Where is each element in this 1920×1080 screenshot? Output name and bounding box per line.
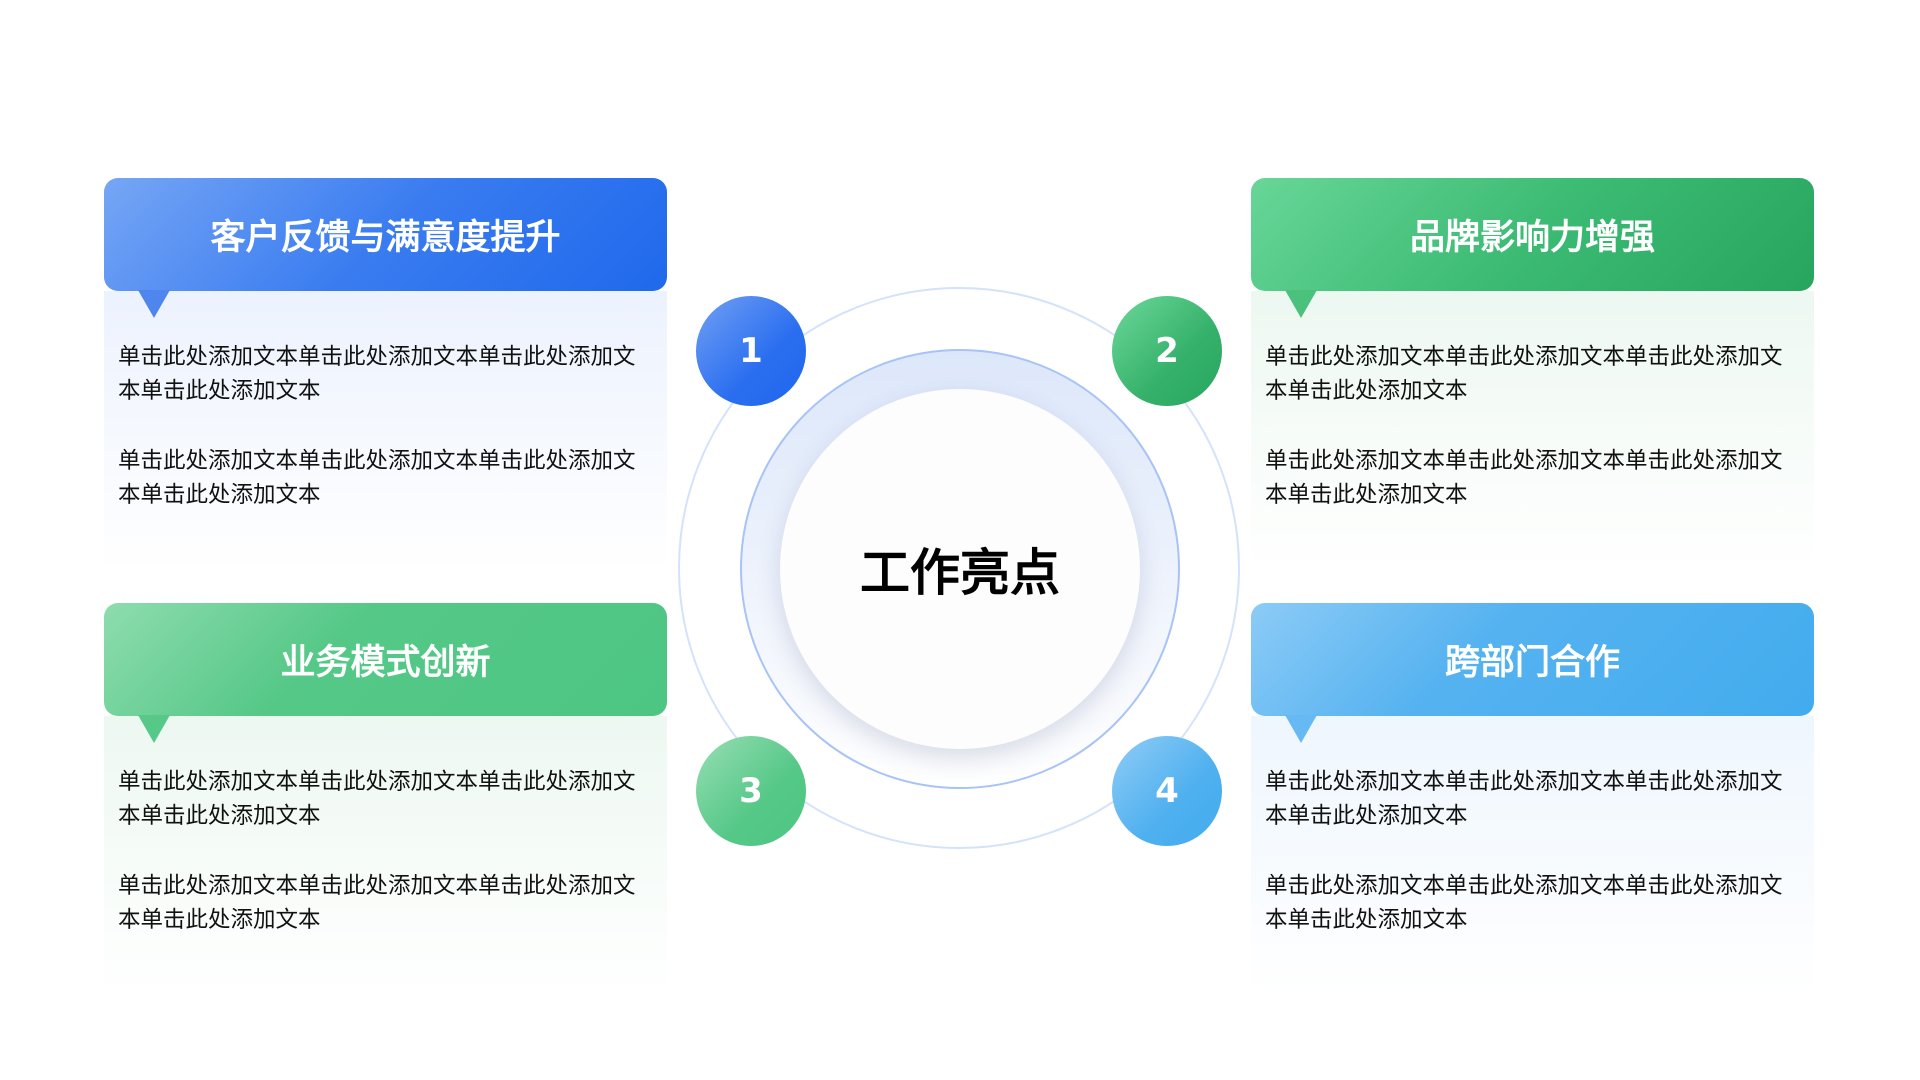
card-title: 品牌影响力增强	[1409, 218, 1655, 258]
card-text[interactable]: 单击此处添加文本单击此处添加文本单击此处添加文本单击此处添加文本	[118, 448, 636, 508]
card-text[interactable]: 单击此处添加文本单击此处添加文本单击此处添加文本单击此处添加文本	[118, 873, 636, 933]
outer-ring	[678, 287, 1240, 849]
center-title: 工作亮点	[860, 544, 1060, 602]
highlight-card-2: 品牌影响力增强 单击此处添加文本单击此处添加文本单击此处添加文本单击此处添加文本…	[1251, 178, 1814, 571]
card-header: 跨部门合作	[1251, 603, 1814, 716]
number-badge-2: 2	[1112, 296, 1222, 406]
card-body	[104, 291, 667, 571]
number-badge-1: 1	[696, 296, 806, 406]
card-text[interactable]: 单击此处添加文本单击此处添加文本单击此处添加文本单击此处添加文本	[1265, 448, 1783, 508]
card-text[interactable]: 单击此处添加文本单击此处添加文本单击此处添加文本单击此处添加文本	[1265, 769, 1783, 829]
highlight-card-3: 业务模式创新 单击此处添加文本单击此处添加文本单击此处添加文本单击此处添加文本 …	[104, 603, 667, 996]
number-badge-3: 3	[696, 736, 806, 846]
speech-tail	[1285, 715, 1317, 743]
card-title: 客户反馈与满意度提升	[210, 218, 561, 258]
card-text[interactable]: 单击此处添加文本单击此处添加文本单击此处添加文本单击此处添加文本	[118, 769, 636, 829]
card-title: 跨部门合作	[1444, 643, 1620, 683]
highlight-card-4: 跨部门合作 单击此处添加文本单击此处添加文本单击此处添加文本单击此处添加文本 单…	[1251, 603, 1814, 996]
speech-tail	[138, 715, 170, 743]
speech-tail	[138, 290, 170, 318]
center-circle: 工作亮点	[780, 389, 1140, 749]
card-body	[1251, 716, 1814, 996]
card-text[interactable]: 单击此处添加文本单击此处添加文本单击此处添加文本单击此处添加文本	[1265, 873, 1783, 933]
card-text[interactable]: 单击此处添加文本单击此处添加文本单击此处添加文本单击此处添加文本	[1265, 344, 1783, 404]
speech-tail	[1285, 290, 1317, 318]
card-header: 业务模式创新	[104, 603, 667, 716]
card-header: 客户反馈与满意度提升	[104, 178, 667, 291]
card-body	[1251, 291, 1814, 571]
highlight-card-1: 客户反馈与满意度提升 单击此处添加文本单击此处添加文本单击此处添加文本单击此处添…	[104, 178, 667, 571]
number-badge-4: 4	[1112, 736, 1222, 846]
card-title: 业务模式创新	[280, 643, 491, 683]
card-body	[104, 716, 667, 996]
card-header: 品牌影响力增强	[1251, 178, 1814, 291]
card-text[interactable]: 单击此处添加文本单击此处添加文本单击此处添加文本单击此处添加文本	[118, 344, 636, 404]
